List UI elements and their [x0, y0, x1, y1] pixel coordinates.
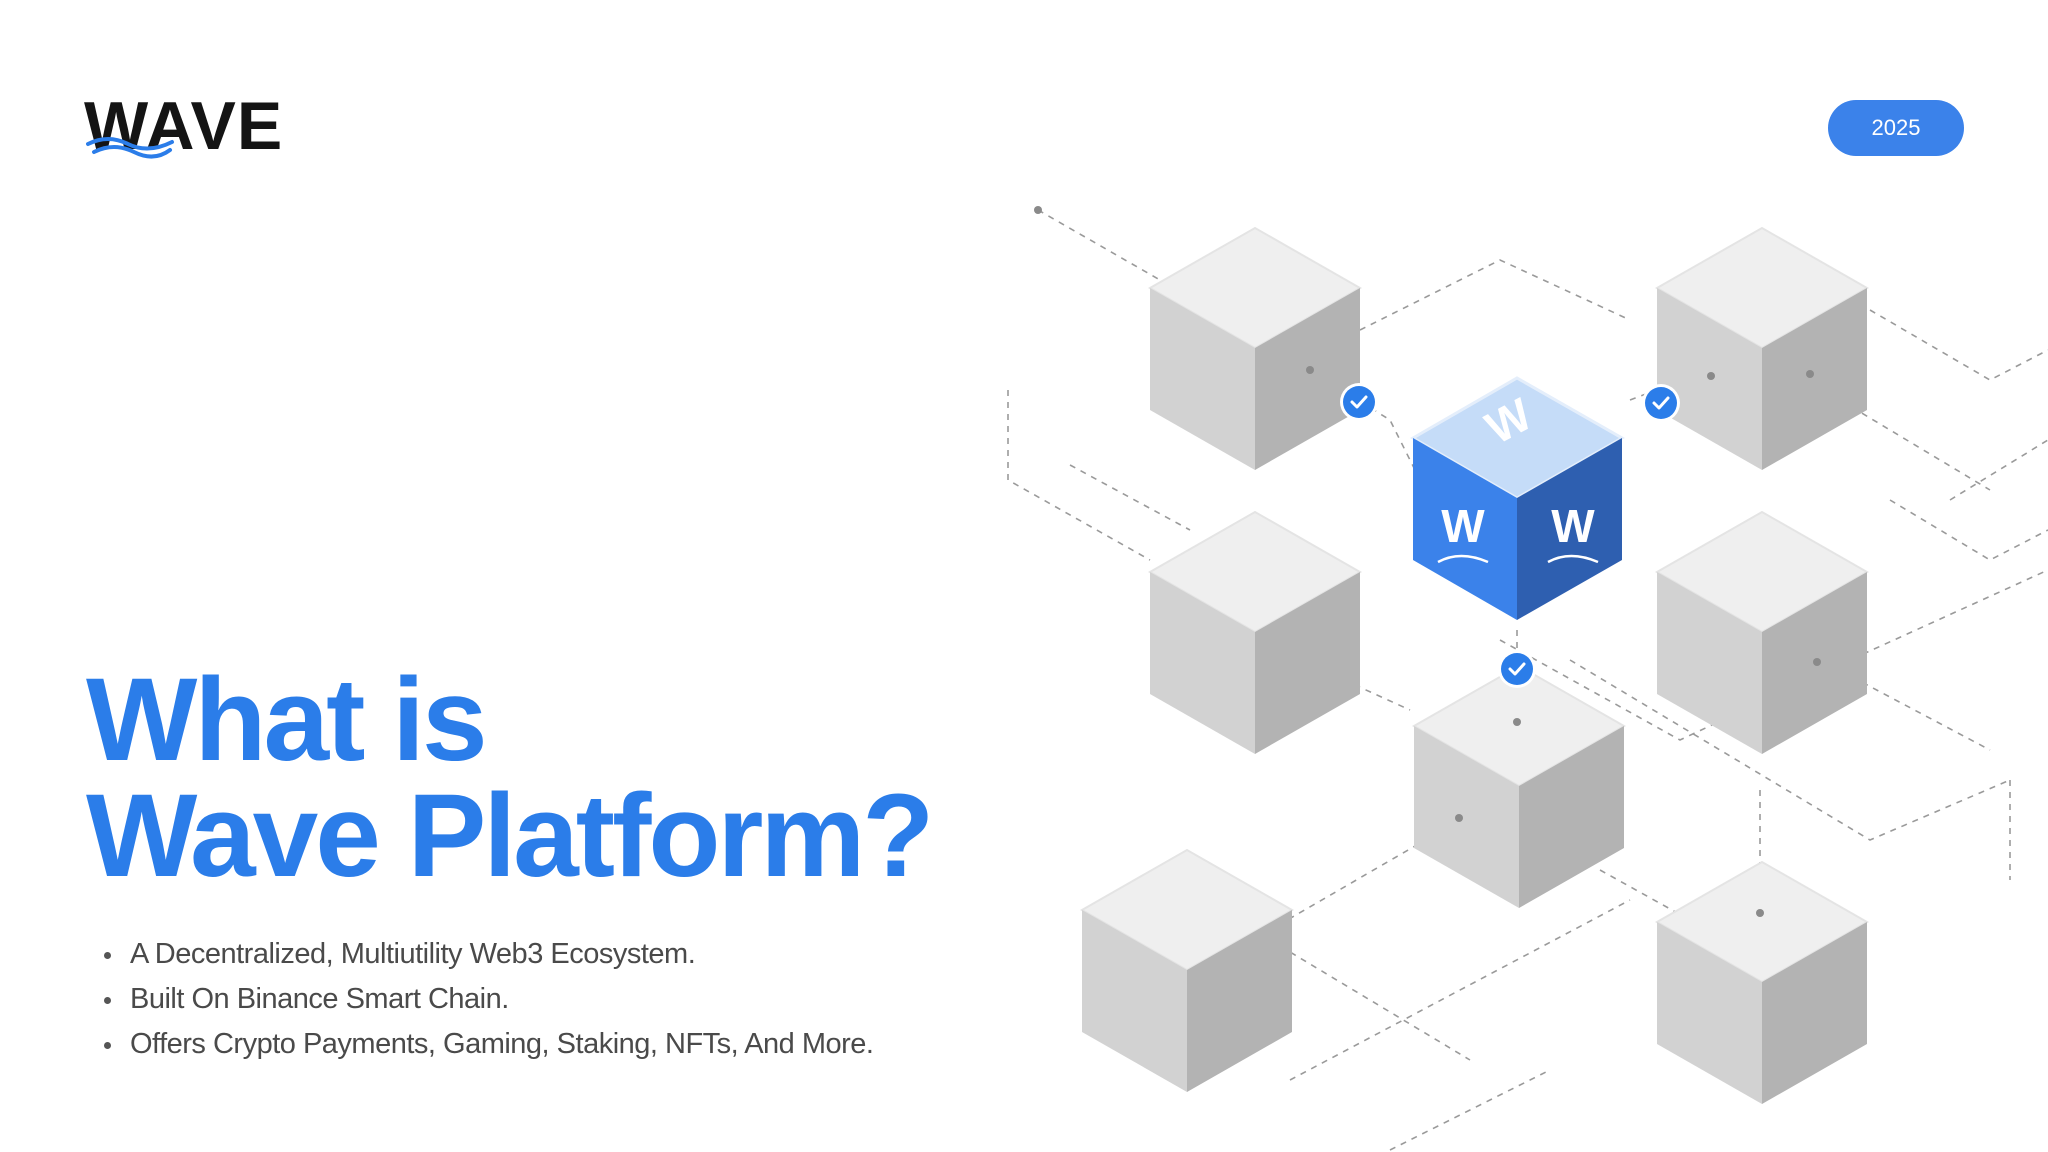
blockchain-cube-icon: W W W [1007, 206, 2048, 1151]
cube-mark: W [1551, 500, 1595, 552]
wave-logo-icon [86, 137, 174, 159]
list-item: Offers Crypto Payments, Gaming, Staking,… [100, 1022, 874, 1067]
title-line-2: Wave Platform? [86, 770, 934, 902]
list-item: Built On Binance Smart Chain. [100, 977, 873, 1022]
title-line-1: What is [86, 654, 488, 786]
feature-list: A Decentralized, Multiutility Web3 Ecosy… [100, 932, 874, 1067]
wave-logo: WAVE [84, 92, 344, 164]
cube-mark: W [1441, 500, 1485, 552]
year-badge[interactable]: 2025 [1828, 100, 1964, 156]
list-item: A Decentralized, Multiutility Web3 Ecosy… [100, 932, 873, 977]
page-title: What is Wave Platform? [86, 654, 934, 902]
